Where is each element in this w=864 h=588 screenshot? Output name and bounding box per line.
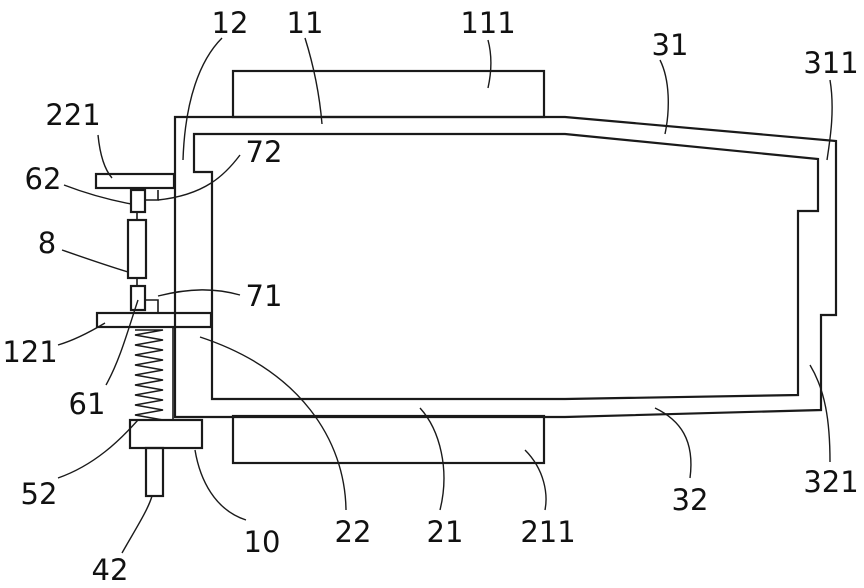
- connector-61: [131, 286, 145, 310]
- leader-311: [827, 80, 832, 160]
- label-62: 62: [25, 162, 62, 196]
- label-311: 311: [803, 46, 858, 80]
- leader-52: [58, 420, 138, 478]
- upper-block-111: [233, 71, 544, 117]
- shaft-42: [146, 448, 163, 496]
- label-52: 52: [21, 477, 58, 511]
- link-72: [145, 190, 158, 200]
- label-8: 8: [38, 226, 56, 260]
- label-12: 12: [212, 6, 249, 40]
- leader-221: [98, 135, 112, 178]
- connector-62: [131, 190, 145, 212]
- label-42: 42: [92, 553, 129, 587]
- label-11: 11: [287, 6, 324, 40]
- leader-22: [200, 337, 346, 510]
- leader-10: [195, 450, 246, 520]
- leader-11: [305, 38, 322, 124]
- leader-111: [488, 40, 491, 88]
- leader-31: [660, 60, 668, 134]
- link-71: [145, 300, 158, 313]
- leader-42: [122, 496, 152, 553]
- spring-52: [135, 330, 163, 420]
- leader-21: [420, 408, 444, 510]
- block-10: [130, 420, 202, 448]
- label-10: 10: [244, 525, 281, 559]
- upper-bracket-221: [96, 174, 174, 188]
- lower-plate-121: [97, 313, 211, 327]
- leader-72: [158, 155, 240, 200]
- leader-211: [525, 450, 546, 510]
- label-72: 72: [246, 135, 283, 169]
- label-111: 111: [460, 6, 515, 40]
- rod-8: [128, 220, 146, 278]
- leader-12: [183, 38, 222, 160]
- label-211: 211: [520, 515, 575, 549]
- label-71: 71: [246, 279, 283, 313]
- label-22: 22: [335, 515, 372, 549]
- leader-71: [158, 290, 240, 296]
- label-31: 31: [652, 28, 689, 62]
- label-21: 21: [427, 515, 464, 549]
- leader-32: [655, 408, 691, 478]
- lower-block-211: [233, 416, 544, 463]
- leader-8: [62, 250, 128, 272]
- label-221: 221: [45, 98, 100, 132]
- inner-shell: [194, 134, 818, 399]
- label-121: 121: [2, 335, 57, 369]
- label-61: 61: [69, 387, 106, 421]
- label-321: 321: [803, 465, 858, 499]
- label-32: 32: [672, 483, 709, 517]
